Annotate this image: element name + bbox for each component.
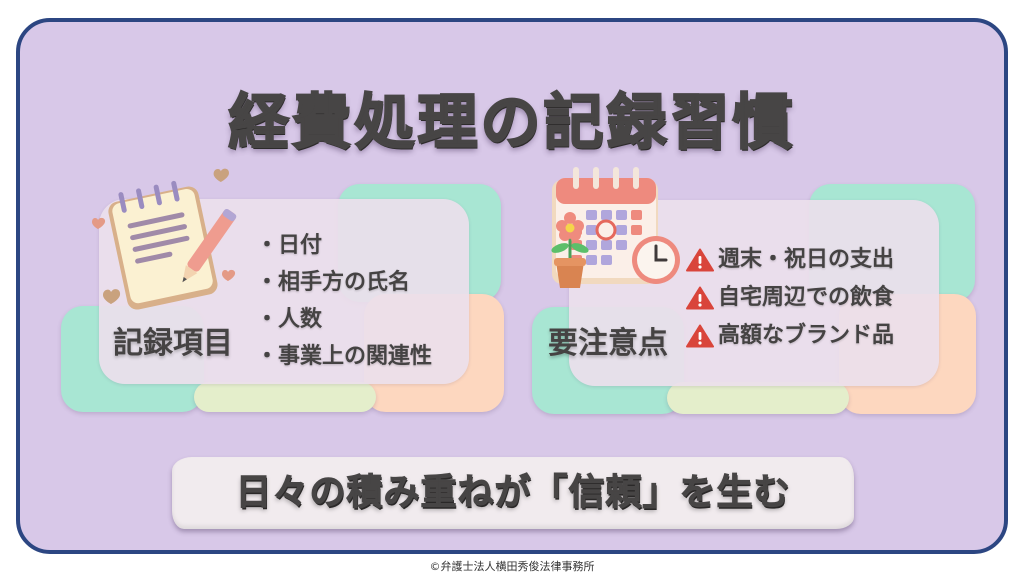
card-blob-lime-bottom bbox=[667, 382, 849, 414]
list-item: ・相手方の氏名 bbox=[256, 264, 432, 301]
record-items-list: ・日付 ・相手方の氏名 ・人数 ・事業上の関連性 bbox=[256, 227, 432, 375]
bullet-dot: ・ bbox=[256, 344, 279, 369]
caution-points-list: 週末・祝日の支出 自宅周辺での飲食 高額なブランド品 bbox=[686, 241, 894, 355]
card-label: 要注意点 bbox=[548, 326, 668, 361]
card-label: 記録項目 bbox=[113, 326, 233, 361]
list-item: 週末・祝日の支出 bbox=[686, 241, 894, 279]
list-item: ・事業上の関連性 bbox=[256, 338, 432, 375]
warning-icon bbox=[686, 324, 714, 348]
slide-frame: 経費処理の記録習慣 bbox=[16, 18, 1008, 554]
bullet-dot: ・ bbox=[256, 307, 279, 332]
list-item: ・日付 bbox=[256, 227, 432, 264]
bullet-dot: ・ bbox=[256, 233, 279, 258]
list-item: 高額なブランド品 bbox=[686, 317, 894, 355]
takeaway-banner: 日々の積み重ねが「信頼」を生む bbox=[172, 457, 854, 529]
notepad-pencil-icon bbox=[92, 168, 237, 310]
list-item: 自宅周辺での飲食 bbox=[686, 279, 894, 317]
calendar-clock-icon bbox=[551, 167, 680, 288]
slide-title: 経費処理の記録習慣 bbox=[228, 87, 796, 159]
banner-text: 日々の積み重ねが「信頼」を生む bbox=[235, 472, 791, 514]
list-item: ・人数 bbox=[256, 301, 432, 338]
warning-icon bbox=[686, 286, 714, 310]
bullet-dot: ・ bbox=[256, 270, 279, 295]
warning-icon bbox=[686, 248, 714, 272]
copyright-footer: ©弁護士法人横田秀俊法律事務所 bbox=[429, 560, 595, 573]
card-blob-lime-bottom bbox=[194, 382, 376, 412]
